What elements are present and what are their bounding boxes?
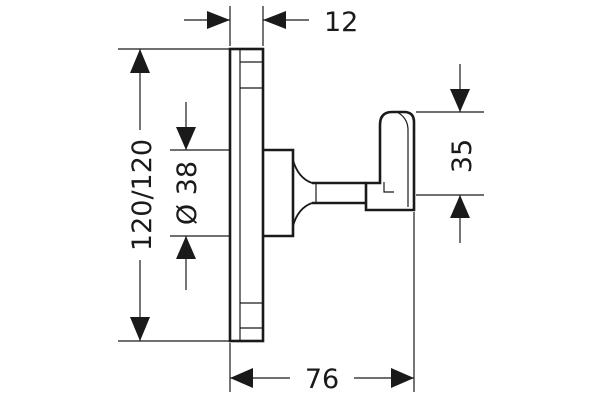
dim-hook-height: 35 (416, 64, 484, 243)
dim-plate-height: 120/120 (118, 48, 229, 342)
mount-diameter-label: Ø 38 (172, 161, 203, 225)
wall-plate (228, 47, 265, 343)
hook-outline (364, 110, 416, 212)
mount-boss (263, 148, 313, 238)
plate-thickness-label: 12 (324, 7, 358, 38)
arrow-left (230, 368, 253, 388)
boss-outline (263, 148, 295, 238)
arrow-right-pointing (207, 11, 230, 29)
arrow-up (450, 195, 470, 218)
arrow-up (176, 236, 196, 259)
hook-head (364, 110, 416, 212)
hook-height-label: 35 (447, 139, 478, 173)
dim-projection-depth: 76 (229, 212, 415, 395)
label-backdrop (124, 130, 158, 260)
hook-mark (383, 182, 394, 193)
arrow-down (176, 127, 196, 150)
projection-depth-label: 76 (305, 364, 339, 395)
arrow-right (391, 368, 414, 388)
plate-height-label: 120/120 (127, 139, 158, 251)
boss-neck-curve (292, 159, 313, 227)
dim-plate-thickness: 12 (184, 6, 358, 46)
plate-outline (228, 47, 265, 343)
arrow-left-pointing (263, 11, 286, 29)
hook-inner-edge (396, 111, 409, 207)
arrow-down (450, 89, 470, 112)
arrow-down (130, 317, 150, 341)
dim-mount-diameter: Ø 38 (170, 102, 229, 290)
arrow-up (130, 49, 150, 73)
hook-arm (312, 181, 366, 205)
